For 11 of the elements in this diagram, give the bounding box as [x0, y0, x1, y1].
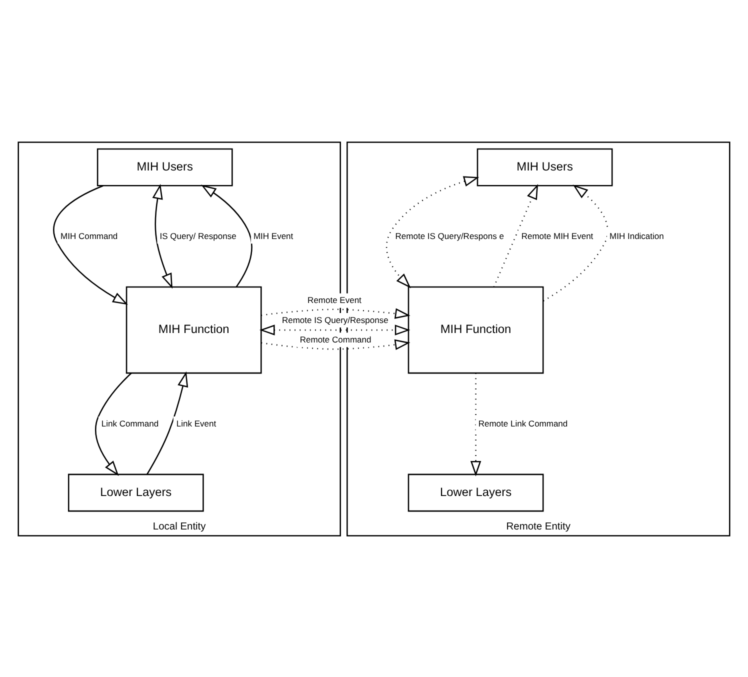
edge-label: Link Event — [176, 418, 216, 428]
edge-label: MIH Command — [60, 230, 118, 240]
edge-label: MIH Indication — [610, 230, 664, 240]
edge-label: Remote IS Query/Response — [282, 314, 388, 324]
edge-label: Remote Command — [300, 334, 372, 344]
edge-label: MIH Event — [253, 230, 294, 240]
edge-label: Remote Link Command — [478, 418, 568, 428]
edge-label: Remote MIH Event — [521, 230, 594, 240]
edge-label: Remote IS Query/Respons e — [395, 230, 504, 240]
edge-label: IS Query/ Response — [160, 230, 236, 240]
edge-label: Link Command — [101, 418, 159, 428]
